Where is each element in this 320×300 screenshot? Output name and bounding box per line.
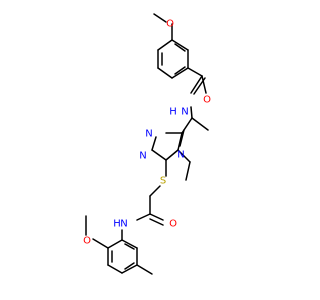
bond xyxy=(153,13,167,23)
bond xyxy=(171,39,189,51)
bond xyxy=(149,218,164,226)
bond xyxy=(193,77,206,95)
bond xyxy=(107,239,123,249)
nitrogen-label: N xyxy=(181,107,188,118)
oxygen-label: O xyxy=(169,219,177,230)
bond xyxy=(149,213,164,221)
bond xyxy=(187,67,203,77)
nitrogen-label: N xyxy=(139,151,146,162)
bond xyxy=(191,117,209,131)
nitrogen-label: N xyxy=(120,219,127,230)
bond xyxy=(157,39,173,51)
bond xyxy=(174,66,186,75)
bond xyxy=(149,185,161,197)
oxygen-label: O xyxy=(203,95,211,106)
bonds xyxy=(85,13,209,275)
bond xyxy=(177,132,183,151)
bond xyxy=(121,239,138,249)
bond xyxy=(107,264,123,274)
molecule-canvas: O O H N N N N S O N H O xyxy=(83,13,212,275)
bond xyxy=(157,67,173,79)
bond xyxy=(151,149,167,161)
bond xyxy=(151,136,157,151)
bond xyxy=(136,264,153,275)
bond xyxy=(165,149,179,161)
bond xyxy=(136,213,151,221)
bond xyxy=(185,161,191,181)
bond xyxy=(121,264,138,274)
nitrogen-label: N xyxy=(145,129,152,140)
bond xyxy=(179,129,185,147)
bond xyxy=(190,75,203,94)
atom-labels: O O H N N N N S O N H O xyxy=(83,19,211,247)
bond xyxy=(124,262,135,270)
bond xyxy=(201,75,207,94)
oxygen-label: O xyxy=(166,19,174,30)
oxygen-label: O xyxy=(83,236,91,247)
hydrogen-label: H xyxy=(169,107,177,118)
bond xyxy=(174,43,186,52)
bond xyxy=(92,238,109,249)
sulfur-label: S xyxy=(160,176,166,187)
bond xyxy=(124,243,135,250)
bond xyxy=(190,106,193,119)
hydrogen-label: H xyxy=(113,219,121,230)
nitrogen-label: N xyxy=(177,150,184,161)
bond xyxy=(171,67,189,79)
bond xyxy=(177,149,191,163)
structure-diagram: O O H N N N N S O N H O xyxy=(83,13,211,275)
